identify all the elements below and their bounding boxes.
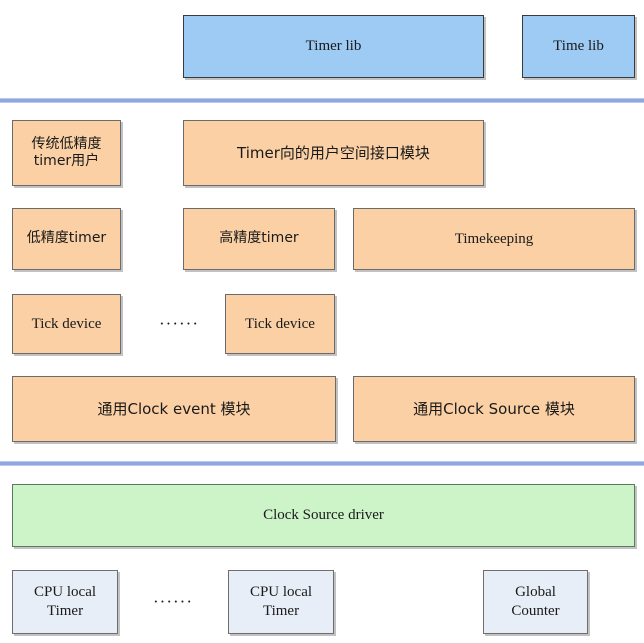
cpu-local-timer-ellipsis-label: ······ [153,592,193,611]
divider-library-kernel [0,98,644,103]
cpu-local-timer-n-line-1: CPU local [249,584,313,601]
box-global-counter-label: Global Counter [488,583,583,621]
cpu-local-timer-ellipsis: ······ [134,570,212,634]
tick-device-ellipsis: ······ [143,294,215,354]
legacy-line-1: 传统低精度 [31,135,102,152]
box-timer-lib[interactable]: Timer lib [183,15,484,78]
box-timekeeping[interactable]: Timekeeping [353,208,635,270]
box-generic-clock-source-module-label: 通用Clock Source 模块 [413,399,575,418]
global-counter-line-2: Counter [511,603,560,619]
box-high-res-timer[interactable]: 高精度timer [183,208,335,270]
box-cpu-local-timer-1-label: CPU local Timer [17,583,113,621]
box-generic-clock-source-module[interactable]: 通用Clock Source 模块 [353,376,635,442]
box-high-res-timer-label: 高精度timer [219,230,299,247]
box-time-lib[interactable]: Time lib [522,15,635,78]
cpu-local-timer-1-line-2: Timer [46,603,84,619]
box-low-res-timer-label: 低精度timer [26,230,107,247]
box-clock-source-driver-label: Clock Source driver [263,507,384,524]
box-generic-clock-event-module[interactable]: 通用Clock event 模块 [12,376,336,442]
divider-kernel-driver [0,461,644,466]
box-legacy-low-res-timer-user-label: 传统低精度 timer用户 [17,136,116,171]
box-clock-source-driver[interactable]: Clock Source driver [12,484,635,547]
box-cpu-local-timer-n[interactable]: CPU local Timer [228,570,334,634]
tick-device-ellipsis-label: ······ [159,314,199,333]
box-timekeeping-label: Timekeeping [454,230,534,247]
cpu-local-timer-n-line-2: Timer [262,603,300,619]
box-tick-device-n-label: Tick device [245,315,315,332]
box-low-res-timer[interactable]: 低精度timer [12,208,121,270]
box-legacy-low-res-timer-user[interactable]: 传统低精度 timer用户 [12,120,121,186]
global-counter-line-1: Global [515,584,556,601]
box-timer-user-space-interface-module-label: Timer向的用户空间接口模块 [237,143,430,162]
box-tick-device-n[interactable]: Tick device [225,294,335,354]
box-global-counter[interactable]: Global Counter [483,570,588,634]
box-cpu-local-timer-1[interactable]: CPU local Timer [12,570,118,634]
cpu-local-timer-1-line-1: CPU local [33,584,97,601]
box-tick-device-1[interactable]: Tick device [12,294,121,354]
box-timer-lib-label: Timer lib [305,38,362,55]
box-generic-clock-event-module-label: 通用Clock event 模块 [97,399,251,418]
box-timer-user-space-interface-module[interactable]: Timer向的用户空间接口模块 [183,120,484,186]
box-tick-device-1-label: Tick device [31,315,102,332]
box-time-lib-label: Time lib [553,38,604,55]
box-cpu-local-timer-n-label: CPU local Timer [233,583,329,621]
legacy-line-2: timer用户 [33,153,100,169]
